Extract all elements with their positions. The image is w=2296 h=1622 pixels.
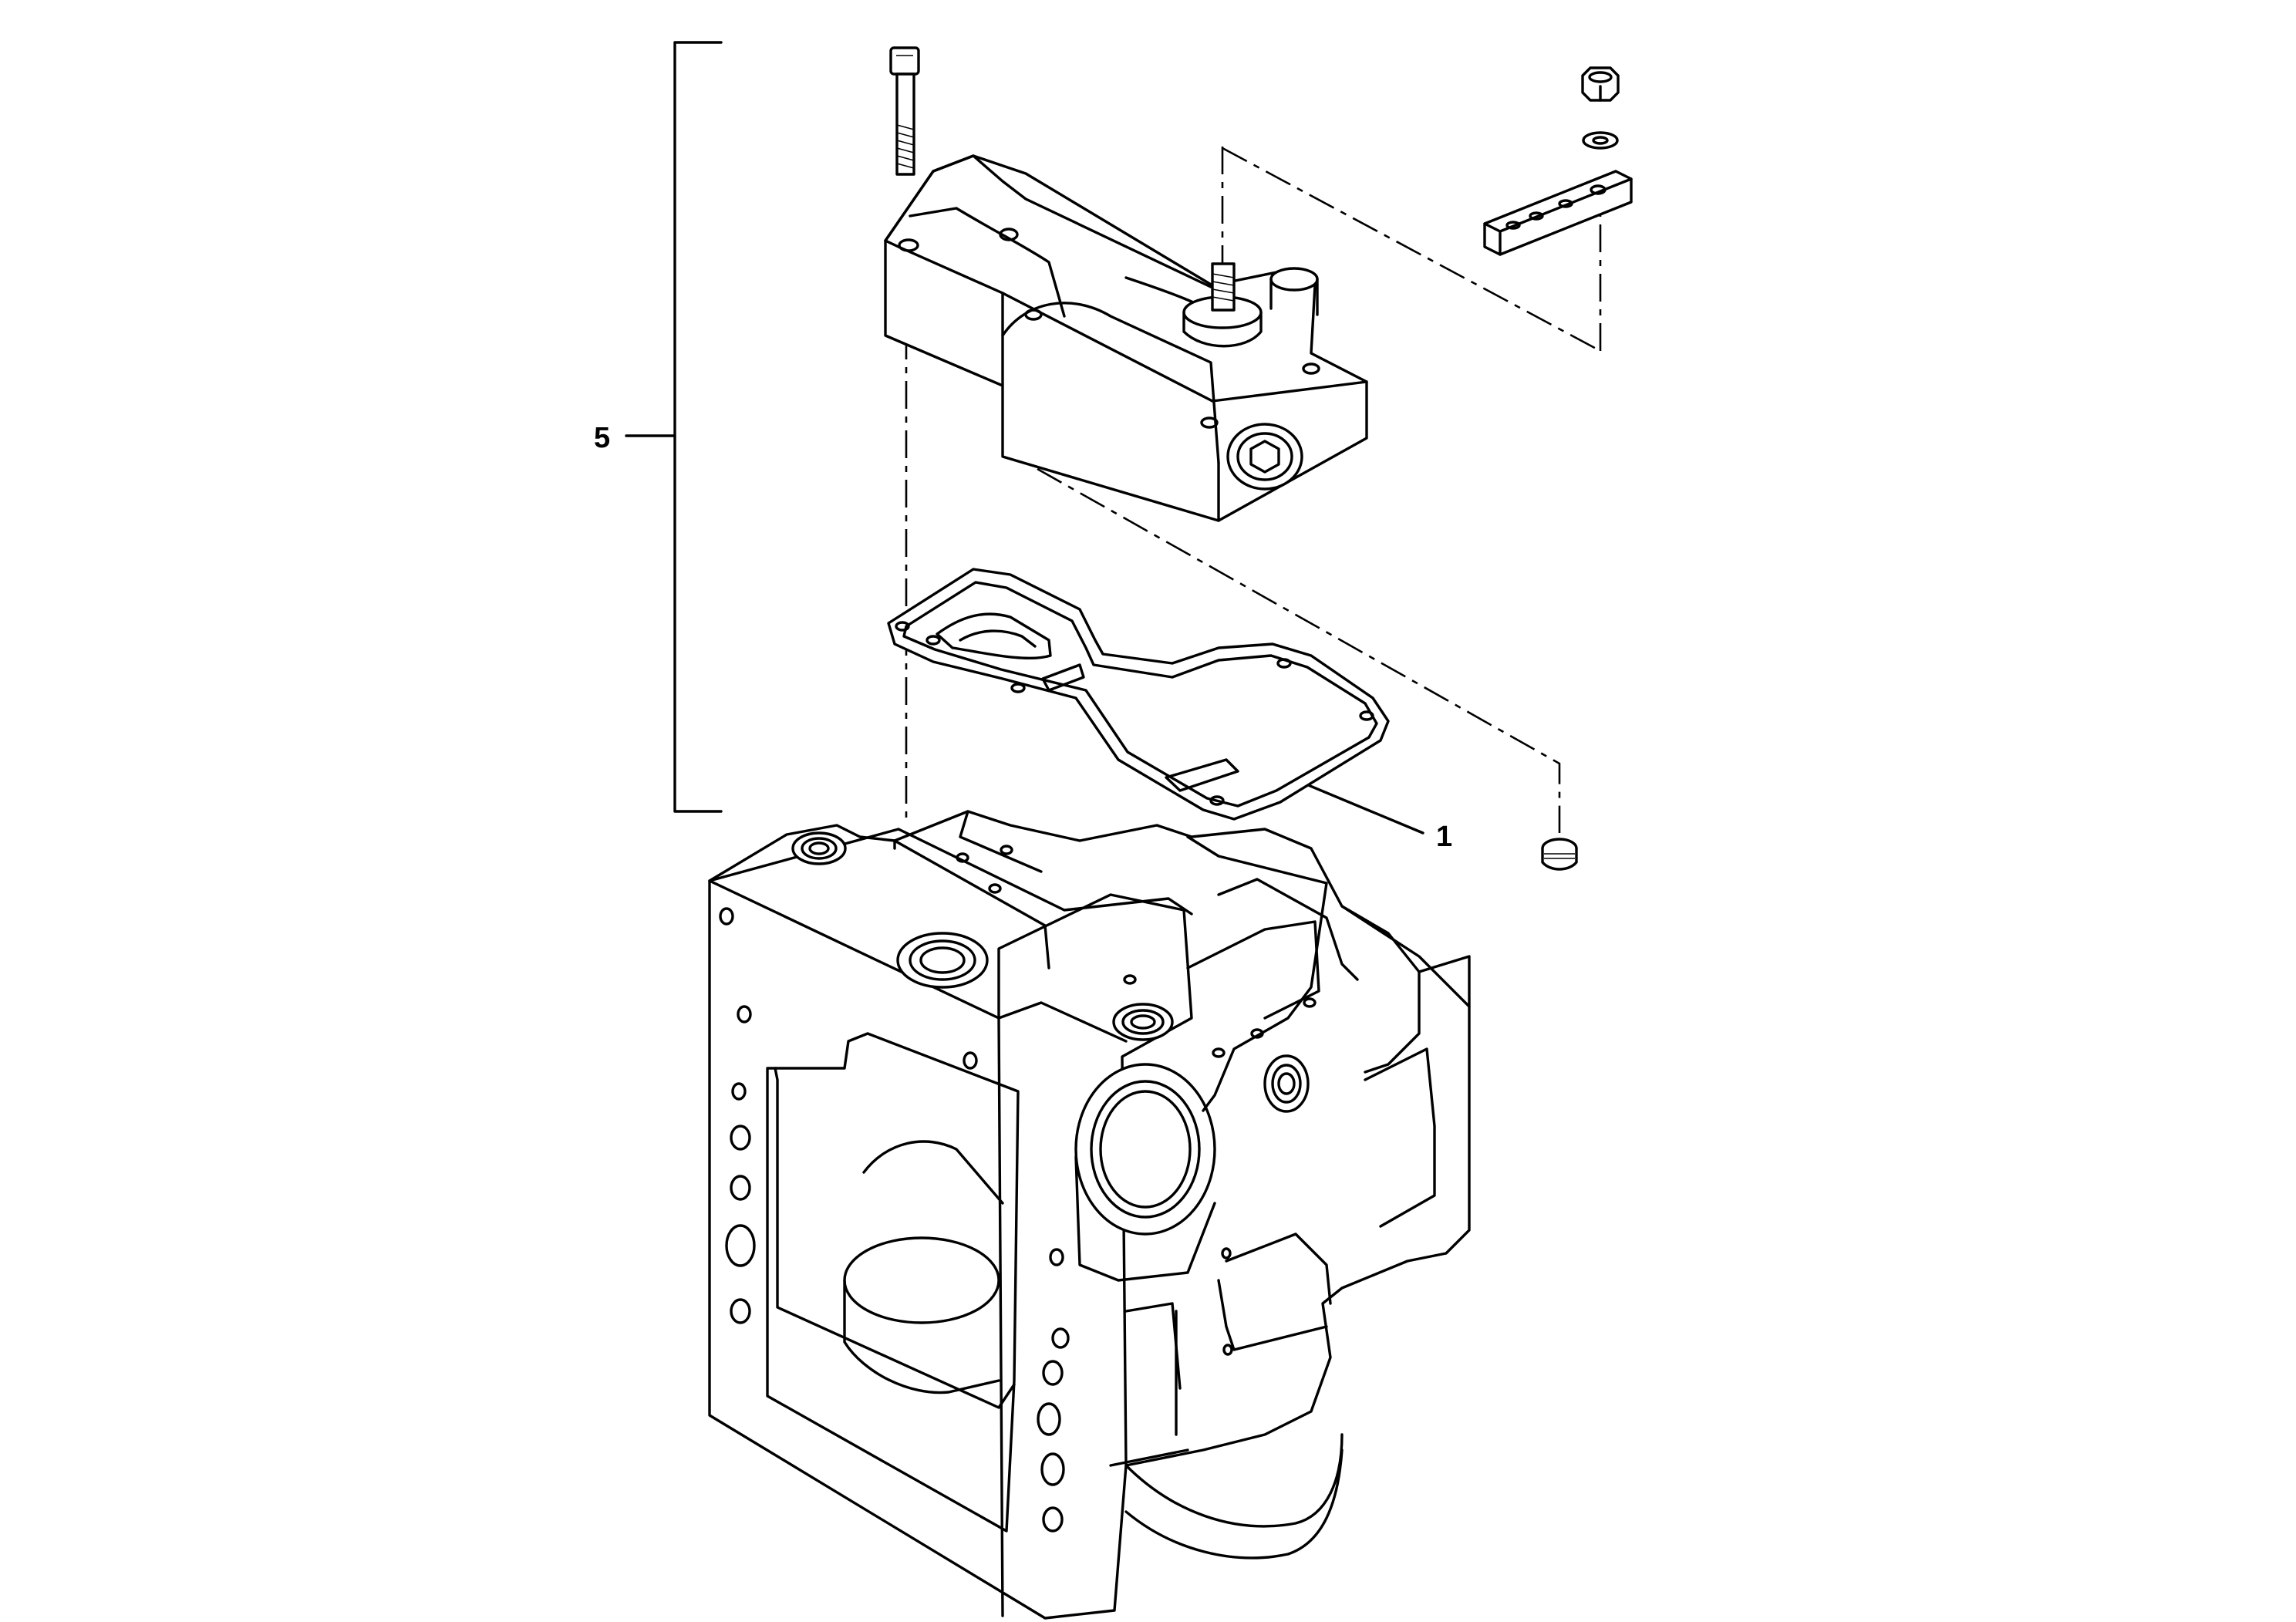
assembly-center-lines: [905, 147, 1602, 833]
lock-washer: [1582, 131, 1619, 150]
assembly-bracket: [625, 41, 723, 813]
callout-1-label[interactable]: 1: [1436, 821, 1452, 853]
lock-nut: [1581, 66, 1620, 102]
plug: [1541, 838, 1578, 871]
retaining-plate: [1483, 170, 1633, 256]
cap-screw: [889, 46, 920, 176]
housing: [708, 810, 1471, 1620]
callout-5-label[interactable]: 5: [594, 422, 610, 454]
gasket: [887, 568, 1390, 821]
valve-cover: [884, 154, 1368, 522]
